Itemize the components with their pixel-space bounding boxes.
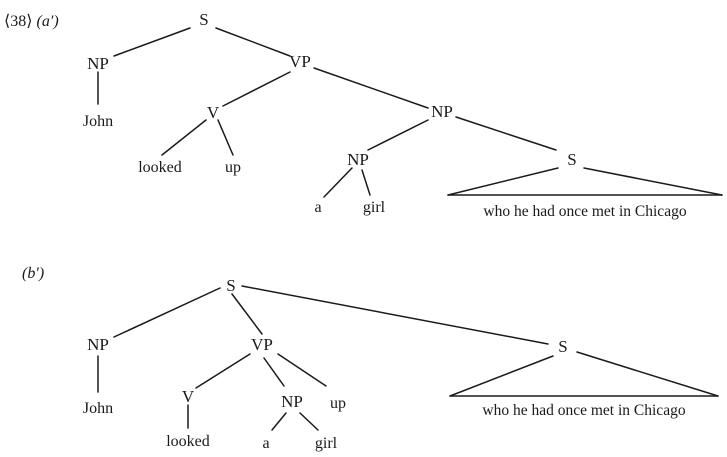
tree-a-node-v: V	[207, 103, 220, 122]
tree-a-word-girl: girl	[363, 199, 386, 216]
tree-a-node-s-clause: S	[567, 150, 576, 169]
edge-b-s-triangle-right	[576, 351, 719, 397]
edge-a-npinner-girl	[361, 169, 371, 196]
tree-b-node-s: S	[226, 276, 235, 295]
tree-b-word-up: up	[330, 395, 346, 412]
edge-b-np-girl	[299, 412, 319, 431]
tree-a-word-john: John	[83, 113, 113, 130]
edge-a-vp-v	[222, 71, 291, 107]
tree-a-clause-text: who he had once met in Chicago	[483, 203, 686, 220]
tree-a-word-looked: looked	[138, 159, 182, 176]
tree-b-word-john: John	[83, 400, 113, 417]
tree-b-label: (b′)	[22, 265, 44, 282]
edge-a-v-looked	[161, 119, 207, 156]
edge-a-np-s	[455, 116, 557, 151]
tree-a-node-np-inner: NP	[347, 150, 369, 169]
tree-a-word-a: a	[314, 199, 321, 216]
tree-b-node-s-clause: S	[558, 337, 567, 356]
tree-a-label: ⟨38⟩(a′)	[4, 13, 59, 30]
tree-b-word-girl: girl	[315, 435, 338, 452]
edge-a-npinner-a	[323, 167, 353, 198]
edge-b-s-vp	[231, 293, 263, 335]
edge-b-vp-np	[263, 357, 285, 387]
edge-a-s-triangle-right	[583, 167, 723, 196]
tree-a: ⟨38⟩(a′) S NP VP John V NP looked up NP …	[4, 10, 723, 220]
edge-a-v-up	[217, 119, 234, 156]
tree-a-word-up: up	[225, 159, 241, 176]
edge-b-s-sclause	[241, 285, 549, 345]
edge-a-np-npinner	[367, 119, 429, 151]
edge-b-vp-v	[195, 353, 251, 389]
tree-b-node-v: V	[182, 387, 195, 406]
tree-a-node-vp: VP	[289, 52, 311, 71]
edge-a-s-np	[113, 27, 191, 57]
tree-a-node-np-object: NP	[431, 102, 453, 121]
edge-b-np-a	[271, 412, 287, 431]
edge-b-s-np	[113, 287, 221, 338]
tree-b-word-a: a	[262, 435, 269, 452]
tree-b: (b′) S NP VP S John V NP up looked a gir…	[22, 265, 719, 452]
tree-b-node-vp: VP	[251, 335, 273, 354]
tree-b-node-np-object: NP	[281, 392, 303, 411]
tree-b-node-np-subject: NP	[87, 335, 109, 354]
edge-b-vp-up	[277, 353, 327, 387]
edge-a-s-vp	[215, 27, 291, 57]
edge-a-vp-np	[313, 67, 429, 109]
tree-a-node-s: S	[199, 10, 208, 29]
tree-b-clause-text: who he had once met in Chicago	[482, 402, 685, 419]
tree-b-word-looked: looked	[166, 433, 210, 450]
edge-b-s-triangle-left	[449, 355, 554, 397]
edge-a-s-triangle-left	[447, 167, 559, 196]
tree-a-node-np-subject: NP	[87, 54, 109, 73]
